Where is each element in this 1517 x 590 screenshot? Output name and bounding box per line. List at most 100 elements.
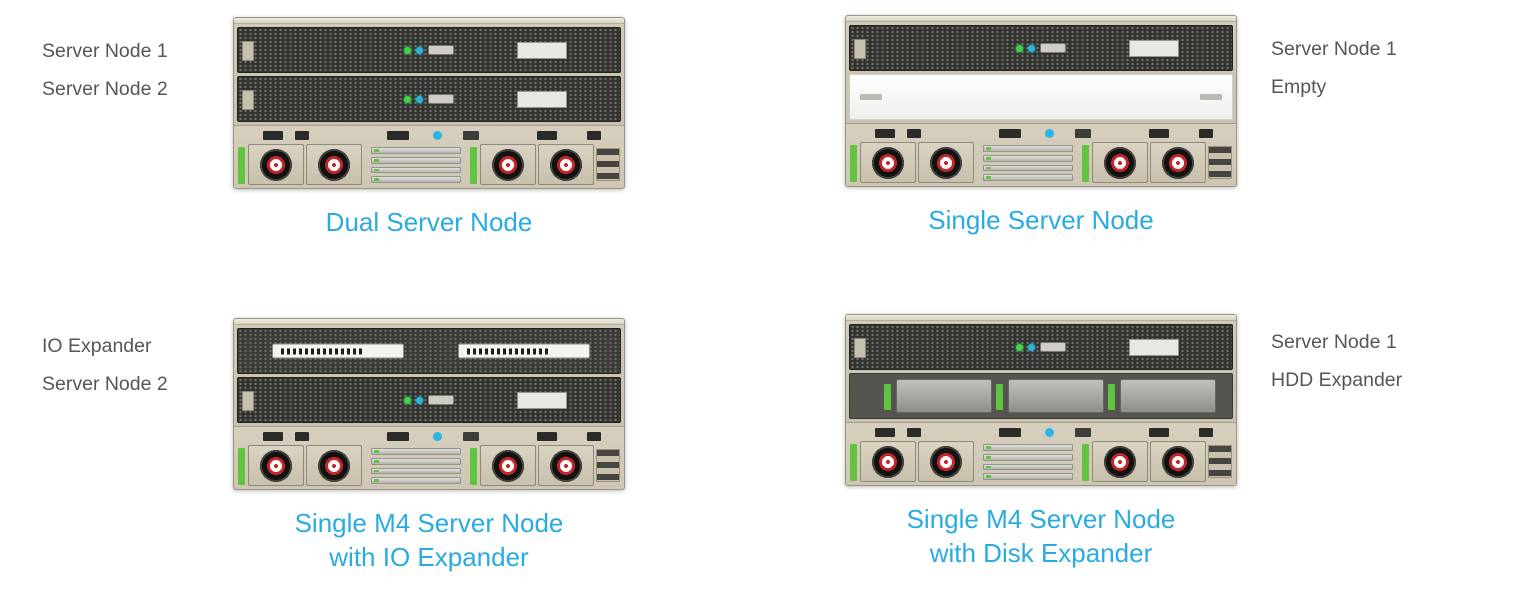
node-io-cluster [1016,43,1066,53]
drive-clip [1108,384,1115,410]
port-icon [1199,129,1213,138]
server-column: Single M4 Server Node with Disk Expander [845,314,1237,570]
status-led-icon [1016,343,1023,351]
status-led-icon [404,46,411,54]
server-node-sled [849,324,1233,370]
chassis-rear [234,125,624,188]
power-supply-fan-icon [306,445,362,486]
port-icon [587,131,601,140]
node-io-cluster [1016,342,1066,352]
status-led-icon [416,95,423,103]
caption-line: Single M4 Server Node [294,508,564,538]
power-supply-fan-icon [480,144,536,185]
rear-endcap [596,449,620,482]
port-icon [999,428,1021,437]
psu-row [237,445,621,486]
server-rear-illustration [233,318,625,490]
port-icon [295,131,309,140]
locator-led-icon [433,131,442,140]
node-io-cluster [404,395,454,405]
port-icon [999,129,1021,138]
rear-endcap [1208,146,1232,179]
caption-line: with IO Expander [329,542,529,572]
chassis-rear [846,123,1236,186]
side-label-hdd-expander: HDD Expander [1271,369,1403,391]
side-label-server-node-1: Server Node 1 [1271,331,1397,353]
status-led-icon [1028,44,1035,52]
drive-tray-stack [371,448,461,484]
chassis-lid [846,16,1236,22]
hdd-tray [1008,379,1104,413]
power-supply-fan-icon [306,144,362,185]
panel-m4-disk-expander: Single M4 Server Node with Disk Expander… [845,314,1402,570]
server-node-sled [237,76,621,122]
port-icon [463,432,479,441]
release-tab [470,448,477,485]
side-label-empty: Empty [1271,76,1327,98]
port-icon [907,428,921,437]
hdd-tray [896,379,992,413]
caption-single-server-node: Single Server Node [928,203,1153,237]
psu-row [849,441,1233,482]
server-column: Single Server Node [845,15,1237,237]
release-tab [1082,145,1089,182]
rear-ports-row [237,126,621,144]
power-supply-fan-icon [1092,441,1148,482]
server-rear-illustration [233,17,625,189]
release-tab [238,147,245,184]
panel-m4-io-expander: IO Expander Server Node 2 [42,318,625,574]
locator-led-icon [433,432,442,441]
port-icon [537,432,557,441]
side-labels: Server Node 1 Server Node 2 [42,17,233,108]
node-bay [846,22,1236,123]
power-supply-fan-icon [538,445,594,486]
psu-row [237,144,621,185]
release-tab [1082,444,1089,481]
side-label-server-node-1: Server Node 1 [42,40,168,62]
psu-row [849,142,1233,183]
status-led-icon [416,46,423,54]
status-led-icon [1028,343,1035,351]
port-icon [387,131,409,140]
rear-ports-row [849,124,1233,142]
locator-led-icon [1045,428,1054,437]
port-icon [1199,428,1213,437]
server-node-sled [237,27,621,73]
rear-ports-row [237,427,621,445]
hdd-expander-sled [849,373,1233,419]
side-labels: Server Node 1 HDD Expander [1271,314,1402,399]
status-led-icon [1016,44,1023,52]
status-led-icon [404,396,411,404]
node-bay [234,24,624,125]
power-supply-fan-icon [1150,142,1206,183]
chassis-lid [234,18,624,24]
power-supply-fan-icon [480,445,536,486]
port-icon [537,131,557,140]
status-led-icon [416,396,423,404]
caption-m4-disk-expander: Single M4 Server Node with Disk Expander [907,502,1176,570]
release-tab [238,448,245,485]
side-label-server-node-1: Server Node 1 [1271,38,1397,60]
drive-clip [996,384,1003,410]
power-supply-fan-icon [248,144,304,185]
drive-tray-stack [983,444,1073,480]
panel-dual-server-node: Server Node 1 Server Node 2 [42,17,625,239]
release-tab [850,444,857,481]
hdd-tray [1120,379,1216,413]
drive-tray-stack [983,145,1073,181]
chassis-rear [846,422,1236,485]
caption-line: Single Server Node [928,205,1154,235]
chassis-rear [234,426,624,489]
power-supply-fan-icon [248,445,304,486]
port-icon [875,129,895,138]
port-icon [295,432,309,441]
power-supply-fan-icon [860,441,916,482]
port-icon [263,131,283,140]
caption-line: with Disk Expander [929,538,1153,568]
power-supply-fan-icon [1150,441,1206,482]
server-rear-illustration [845,15,1237,187]
side-label-io-expander: IO Expander [42,335,152,357]
power-supply-fan-icon [1092,142,1148,183]
node-bay [846,321,1236,422]
